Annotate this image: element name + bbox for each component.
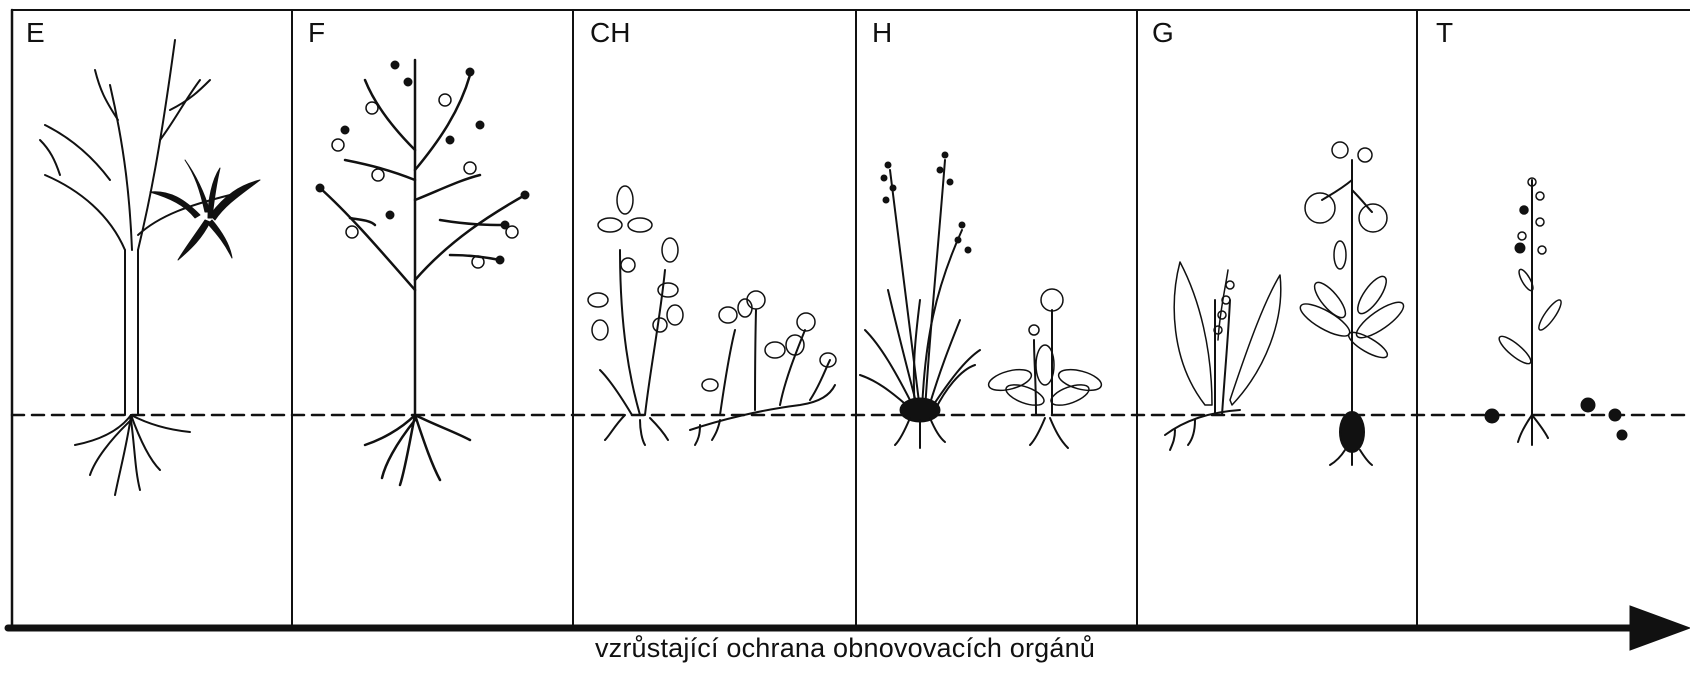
panel-label-g: G — [1152, 17, 1174, 48]
tree-with-epiphyte-icon — [40, 40, 260, 495]
panel-frame — [12, 10, 1690, 627]
shrub-icon — [316, 60, 529, 485]
axis-caption: vzrůstající ochrana obnovovacích orgánů — [0, 633, 1690, 664]
panel-label-f: F — [308, 17, 325, 48]
creeping-herb-icon — [588, 186, 836, 445]
panel-label-ch: CH — [590, 17, 630, 48]
rosette-herb-icon — [860, 152, 1104, 448]
panel-label-e: E — [26, 17, 45, 48]
annual-plant-with-seeds-icon — [1485, 178, 1627, 445]
panel-label-h: H — [872, 17, 892, 48]
panel-label-t: T — [1436, 17, 1453, 48]
bulb-plant-icon — [1165, 142, 1408, 465]
